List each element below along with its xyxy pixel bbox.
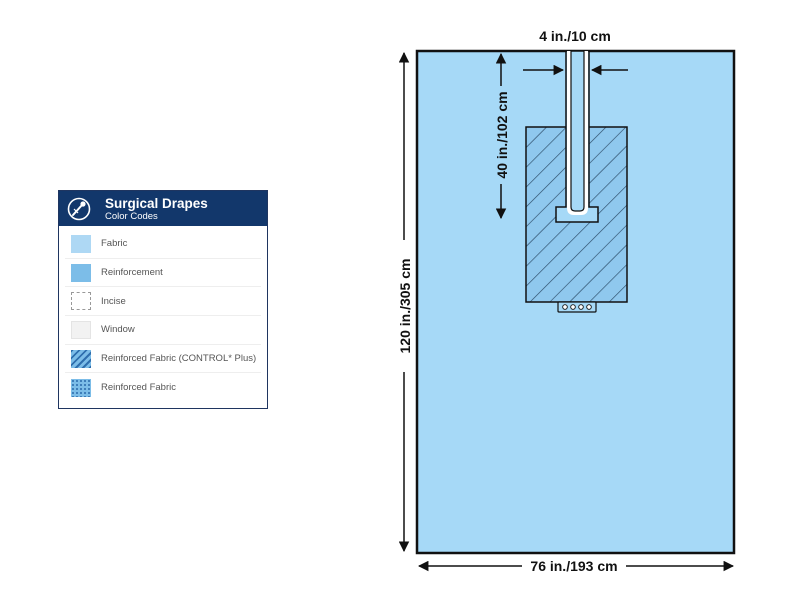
window-swatch	[71, 320, 91, 339]
legend-item-reinforced-fabric-control-plus: Reinforced Fabric (CONTROL* Plus)	[65, 345, 261, 374]
width-label: 76 in./193 cm	[530, 558, 617, 574]
length-label-bg	[395, 240, 413, 372]
tube-holder	[557, 301, 597, 313]
reinforcement-swatch	[71, 263, 91, 282]
legend-item-label: Fabric	[101, 238, 128, 250]
length-label: 120 in./305 cm	[397, 259, 413, 354]
legend-header: Surgical Drapes Color Codes	[59, 191, 267, 226]
slit-length-label-bg	[492, 86, 510, 184]
legend-item-label: Incise	[101, 295, 126, 307]
slit-opening	[567, 51, 588, 215]
slit-length-label: 40 in./102 cm	[494, 91, 510, 178]
color-code-legend: Surgical Drapes Color Codes Fabric Reinf…	[58, 190, 268, 409]
width-label-bg	[522, 556, 626, 576]
slit-inner-edge	[570, 51, 585, 212]
legend-item-label: Reinforcement	[101, 267, 163, 279]
legend-item-incise: Incise	[65, 287, 261, 317]
legend-item-reinforced-fabric: Reinforced Fabric	[65, 373, 261, 402]
legend-item-label: Reinforced Fabric	[101, 382, 176, 394]
legend-subtitle: Color Codes	[105, 211, 158, 222]
striped-swatch	[71, 349, 91, 368]
incise-swatch	[71, 292, 91, 311]
legend-item-window: Window	[65, 316, 261, 345]
fabric-swatch	[71, 234, 91, 253]
legend-item-label: Reinforced Fabric (CONTROL* Plus)	[101, 353, 257, 365]
drape-logo-icon	[67, 197, 91, 221]
legend-item-fabric: Fabric	[65, 230, 261, 259]
legend-item-label: Window	[101, 324, 135, 336]
legend-item-reinforcement: Reinforcement	[65, 259, 261, 288]
slit-width-label: 4 in./10 cm	[539, 28, 611, 44]
dotted-swatch	[71, 378, 91, 397]
legend-title: Surgical Drapes	[105, 196, 208, 211]
